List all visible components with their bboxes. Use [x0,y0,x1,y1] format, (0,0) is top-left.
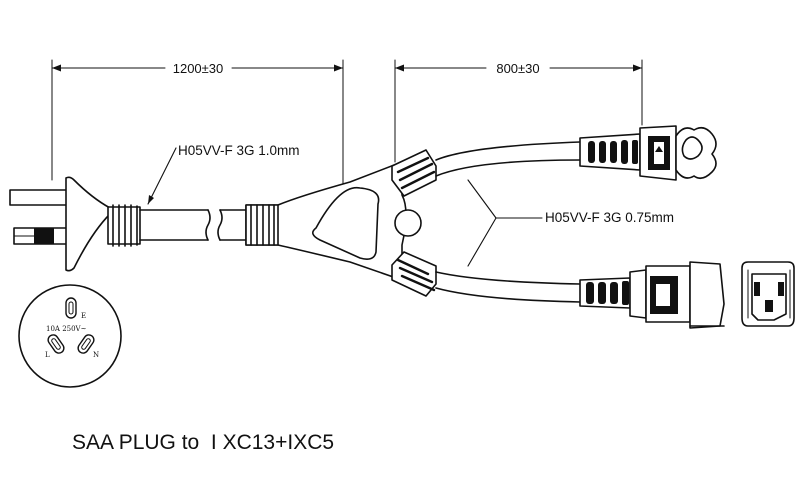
c13-face-view [741,261,795,327]
lower-branch-cable [435,271,581,303]
saa-plug-side-view [9,176,141,272]
main-cable-spec: H05VV-F 3G 1.0mm [178,143,300,158]
main-cable [139,209,247,241]
neutral-pin-label: N [93,351,99,359]
leader-main-spec [147,147,177,205]
diagram-title: SAA PLUG to I XC13+IXC5 [72,431,334,454]
splitter-molding [245,149,437,297]
main-length-label: 1200±30 [173,61,224,76]
dimension-main-length [51,59,344,206]
saa-plug-face [18,284,122,388]
leader-branch-spec [467,179,543,267]
c13-connector [579,261,725,329]
branch-cable-spec: H05VV-F 3G 0.75mm [545,210,674,225]
branch-length-label: 800±30 [496,61,539,76]
earth-pin-label: E [81,312,86,320]
upper-branch-cable [435,141,581,177]
live-pin-label: L [45,351,50,359]
dimension-branch-length [394,59,643,163]
plug-rating-label: 10A 250V~ [46,325,87,333]
c5-connector [579,125,717,181]
